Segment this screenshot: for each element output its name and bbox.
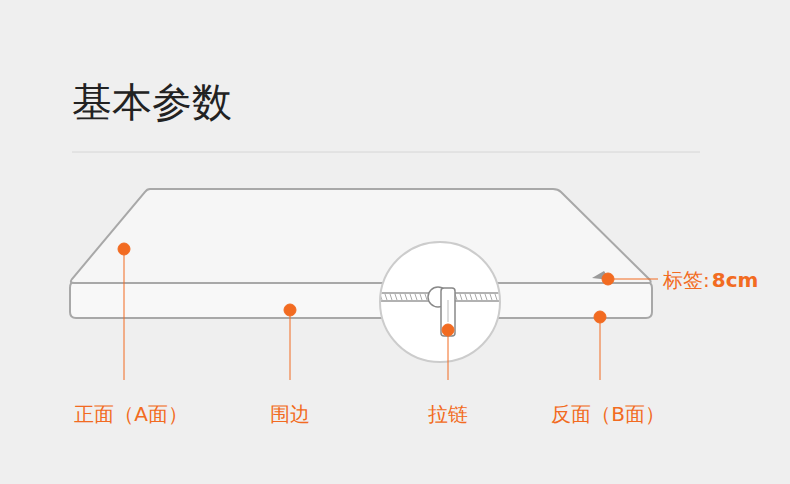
mattress-top	[71, 189, 651, 283]
mattress-side	[70, 282, 652, 318]
part-label: 反面（B面）	[551, 402, 665, 426]
divider	[72, 152, 700, 153]
tag-label: 标签:	[663, 268, 710, 292]
magnifier	[380, 242, 500, 362]
part-label: 围边	[270, 402, 310, 426]
thickness-value: 8cm	[712, 268, 759, 292]
zipper-detail	[378, 287, 502, 336]
leaders	[118, 243, 658, 380]
title: 基本参数	[72, 78, 232, 126]
part-label: 正面（A面）	[74, 402, 188, 426]
part-label: 拉链	[428, 402, 468, 426]
